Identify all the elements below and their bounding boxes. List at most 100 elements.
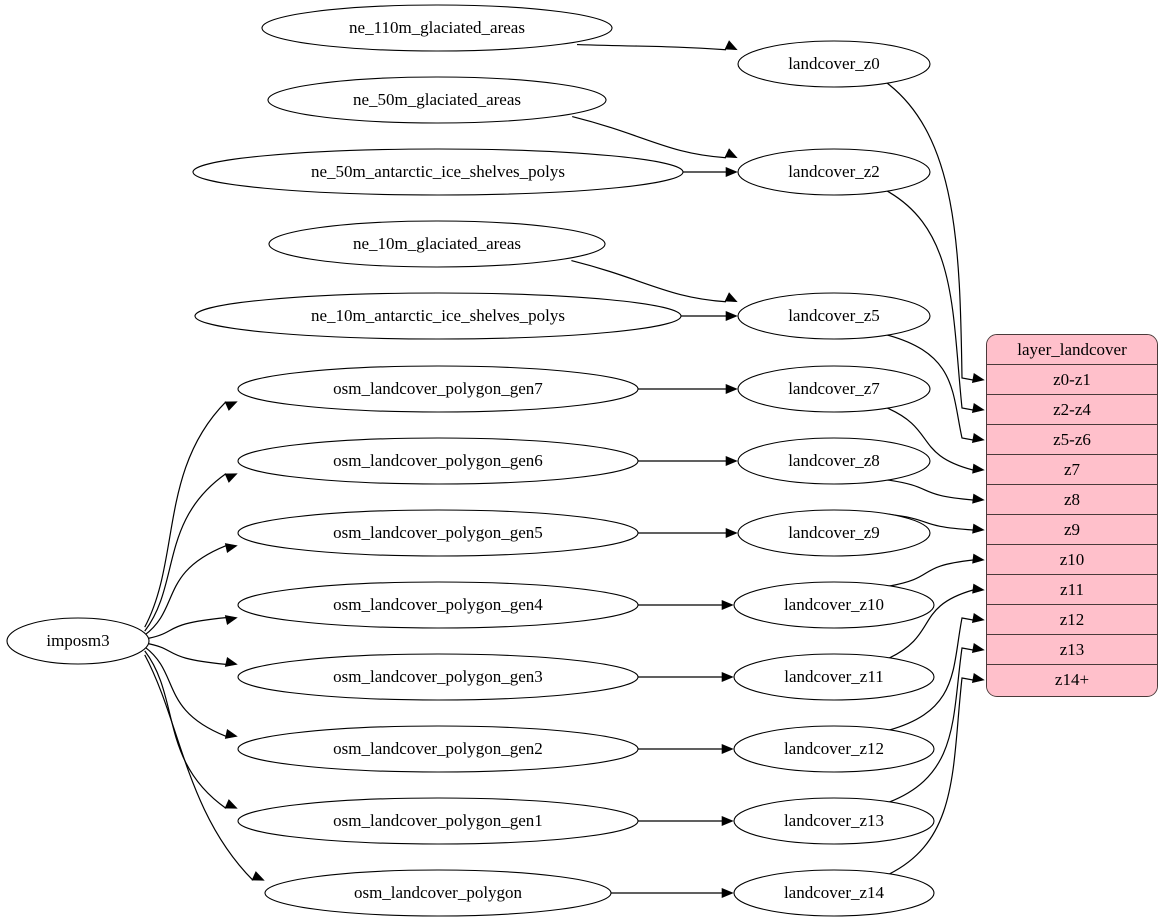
edge-path bbox=[888, 559, 974, 587]
edge-osm_landcover_polygon_gen6-to-landcover_z8 bbox=[638, 455, 738, 467]
layer-table-row[interactable]: z11 bbox=[987, 575, 1157, 605]
node-label: osm_landcover_polygon_gen7 bbox=[333, 379, 543, 398]
node-shape bbox=[237, 581, 639, 629]
node-shape bbox=[733, 797, 935, 845]
node-osm_landcover_polygon_gen1[interactable]: osm_landcover_polygon_gen1 bbox=[237, 797, 639, 845]
node-label: landcover_z5 bbox=[788, 306, 880, 325]
edge-path bbox=[886, 479, 974, 501]
node-landcover_z2[interactable]: landcover_z2 bbox=[737, 148, 931, 196]
node-label: ne_110m_glaciated_areas bbox=[349, 18, 525, 37]
edge-osm_landcover_polygon_gen3-to-landcover_z11 bbox=[638, 671, 734, 683]
node-landcover_z7[interactable]: landcover_z7 bbox=[737, 365, 931, 413]
node-label: landcover_z9 bbox=[788, 523, 880, 542]
node-osm_landcover_polygon_gen4[interactable]: osm_landcover_polygon_gen4 bbox=[237, 581, 639, 629]
node-label: landcover_z7 bbox=[788, 379, 880, 398]
node-label: osm_landcover_polygon_gen6 bbox=[333, 451, 543, 470]
node-label: landcover_z14 bbox=[784, 883, 885, 902]
node-ne_50m_antarctic_ice_shelves_polys[interactable]: ne_50m_antarctic_ice_shelves_polys bbox=[192, 148, 684, 196]
layer-table-row[interactable]: z13 bbox=[987, 635, 1157, 665]
edge-arrowhead bbox=[725, 166, 738, 178]
edge-layer bbox=[144, 40, 985, 899]
node-label: ne_50m_glaciated_areas bbox=[353, 90, 521, 109]
node-osm_landcover_polygon[interactable]: osm_landcover_polygon bbox=[264, 869, 612, 917]
edge-arrowhead bbox=[972, 463, 985, 474]
edge-arrowhead bbox=[224, 615, 238, 626]
edge-arrowhead bbox=[724, 148, 738, 159]
edge-path bbox=[888, 647, 974, 803]
node-landcover_z8[interactable]: landcover_z8 bbox=[737, 437, 931, 485]
layer-table-row[interactable]: z7 bbox=[987, 455, 1157, 485]
layer-table-row[interactable]: z2-z4 bbox=[987, 395, 1157, 425]
node-label: landcover_z8 bbox=[788, 451, 880, 470]
edge-path bbox=[886, 190, 974, 411]
node-shape bbox=[237, 653, 639, 701]
node-osm_landcover_polygon_gen6[interactable]: osm_landcover_polygon_gen6 bbox=[237, 437, 639, 485]
edge-osm_landcover_polygon_gen1-to-landcover_z13 bbox=[638, 815, 734, 827]
edge-osm_landcover_polygon_gen4-to-landcover_z10 bbox=[638, 599, 734, 611]
edge-arrowhead bbox=[971, 673, 985, 683]
node-landcover_z11[interactable]: landcover_z11 bbox=[733, 653, 935, 701]
node-shape bbox=[268, 220, 606, 268]
edge-landcover_z2-to-z2-z4 bbox=[886, 190, 985, 413]
node-landcover_z13[interactable]: landcover_z13 bbox=[733, 797, 935, 845]
node-osm_landcover_polygon_gen5[interactable]: osm_landcover_polygon_gen5 bbox=[237, 509, 639, 557]
node-osm_landcover_polygon_gen2[interactable]: osm_landcover_polygon_gen2 bbox=[237, 725, 639, 773]
node-shape bbox=[737, 365, 931, 413]
node-landcover_z9[interactable]: landcover_z9 bbox=[737, 509, 931, 557]
node-landcover_z12[interactable]: landcover_z12 bbox=[733, 725, 935, 773]
edge-arrowhead bbox=[972, 583, 985, 594]
edge-path bbox=[886, 407, 974, 471]
layer-table-row[interactable]: z8 bbox=[987, 485, 1157, 515]
node-shape bbox=[237, 797, 639, 845]
node-label: landcover_z2 bbox=[788, 162, 880, 181]
edge-landcover_z7-to-z7 bbox=[886, 407, 985, 474]
edge-landcover_z0-to-z0-z1 bbox=[886, 82, 985, 383]
edge-arrowhead bbox=[224, 401, 238, 411]
node-shape bbox=[737, 292, 931, 340]
edge-arrowhead bbox=[224, 799, 238, 809]
edge-landcover_z5-to-z5-z6 bbox=[886, 334, 985, 443]
node-shape bbox=[733, 653, 935, 701]
layer-table-row[interactable]: z0-z1 bbox=[987, 365, 1157, 395]
edge-ne_10m_glaciated_areas-to-landcover_z5 bbox=[571, 259, 738, 303]
edge-path bbox=[144, 545, 227, 636]
layer-table-row[interactable]: z14+ bbox=[987, 665, 1157, 695]
edge-arrowhead bbox=[725, 527, 738, 539]
node-ne_110m_glaciated_areas[interactable]: ne_110m_glaciated_areas bbox=[261, 4, 613, 52]
edge-arrowhead bbox=[224, 473, 238, 483]
edge-arrowhead bbox=[972, 553, 985, 564]
node-landcover_z0[interactable]: landcover_z0 bbox=[737, 40, 931, 88]
node-label: osm_landcover_polygon_gen1 bbox=[333, 811, 543, 830]
node-ne_10m_glaciated_areas[interactable]: ne_10m_glaciated_areas bbox=[268, 220, 606, 268]
node-ne_50m_glaciated_areas[interactable]: ne_50m_glaciated_areas bbox=[267, 76, 607, 124]
edge-landcover_z10-to-z10 bbox=[888, 553, 985, 587]
layer-table-row[interactable]: z9 bbox=[987, 515, 1157, 545]
layer-table-header: layer_landcover bbox=[987, 335, 1157, 365]
layer-table-row[interactable]: z12 bbox=[987, 605, 1157, 635]
node-landcover_z5[interactable]: landcover_z5 bbox=[737, 292, 931, 340]
node-landcover_z10[interactable]: landcover_z10 bbox=[733, 581, 935, 629]
edge-ne_10m_antarctic_ice_shelves_polys-to-landcover_z5 bbox=[681, 310, 738, 322]
node-osm_landcover_polygon_gen7[interactable]: osm_landcover_polygon_gen7 bbox=[237, 365, 639, 413]
edge-arrowhead bbox=[971, 403, 985, 413]
edge-arrowhead bbox=[724, 40, 738, 51]
node-ne_10m_antarctic_ice_shelves_polys[interactable]: ne_10m_antarctic_ice_shelves_polys bbox=[194, 292, 682, 340]
edge-arrowhead bbox=[724, 292, 738, 303]
node-shape bbox=[737, 40, 931, 88]
node-landcover_z14[interactable]: landcover_z14 bbox=[733, 869, 935, 917]
node-osm_landcover_polygon_gen3[interactable]: osm_landcover_polygon_gen3 bbox=[237, 653, 639, 701]
edge-path bbox=[571, 259, 727, 303]
edge-arrowhead bbox=[721, 599, 734, 611]
edge-path bbox=[144, 401, 227, 628]
edge-arrowhead bbox=[224, 656, 238, 667]
edge-path bbox=[144, 654, 254, 881]
layer-table-row[interactable]: z10 bbox=[987, 545, 1157, 575]
node-imposm3[interactable]: imposm3 bbox=[6, 617, 150, 665]
edge-landcover_z11-to-z11 bbox=[888, 583, 985, 659]
layer-table-row[interactable]: z5-z6 bbox=[987, 425, 1157, 455]
edge-ne_50m_antarctic_ice_shelves_polys-to-landcover_z2 bbox=[683, 166, 738, 178]
edge-path bbox=[144, 642, 227, 665]
